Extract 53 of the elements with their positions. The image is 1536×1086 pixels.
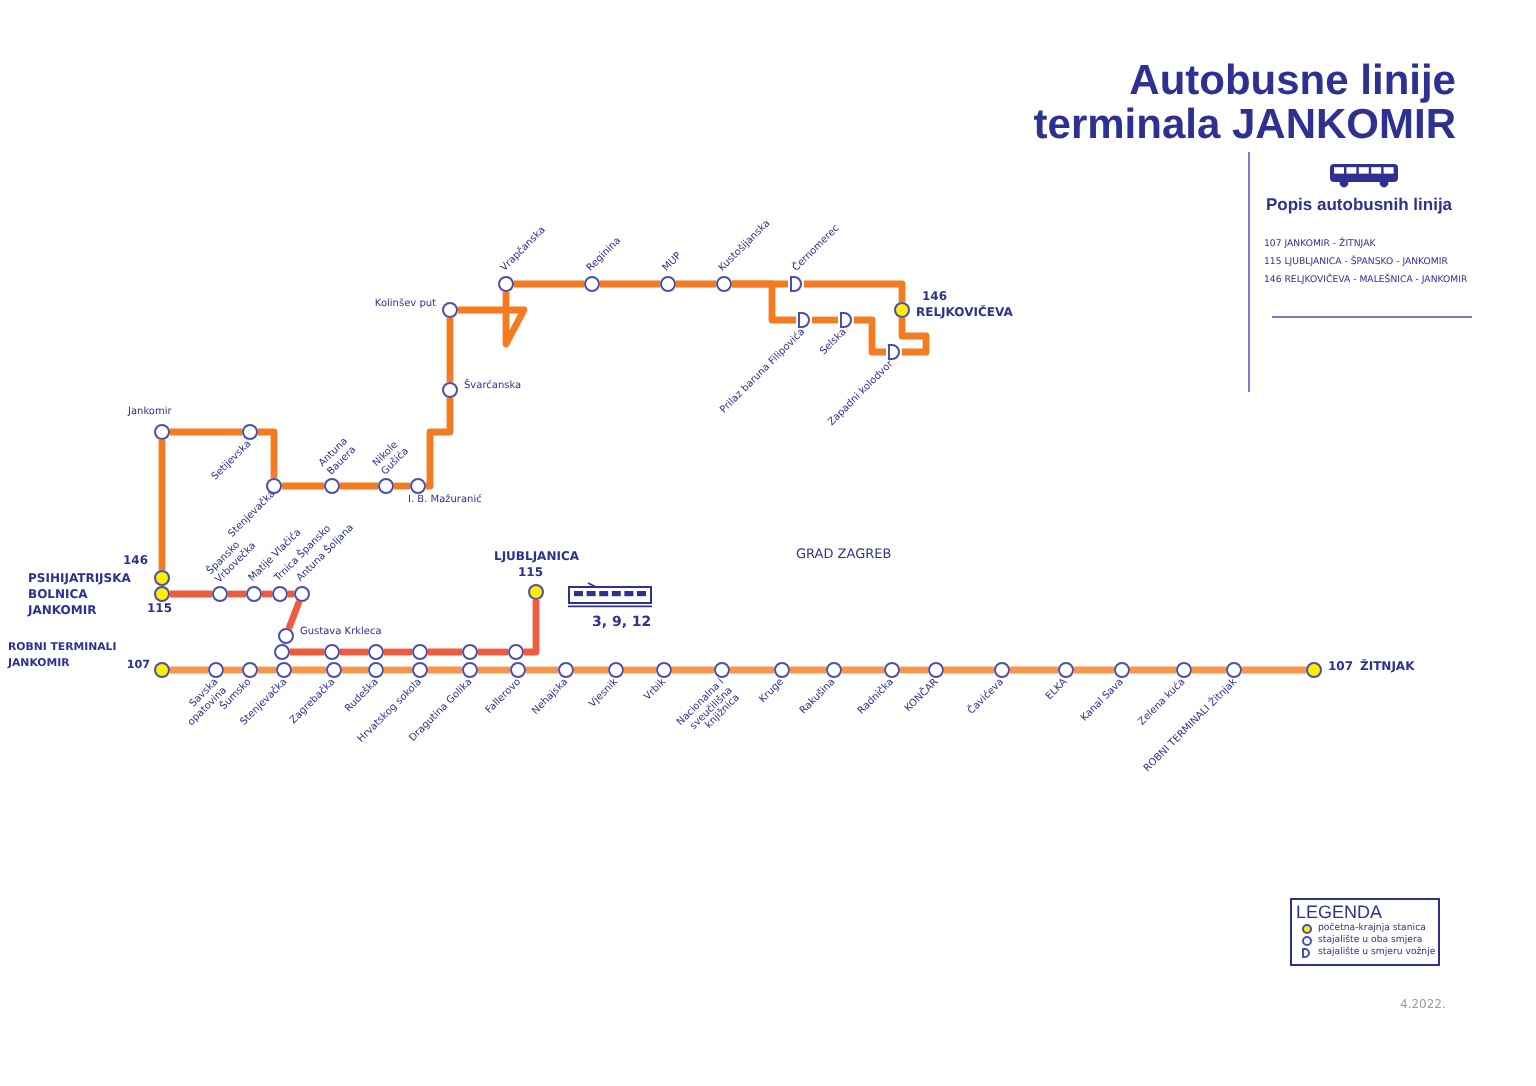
bus-route-line (790, 666, 826, 674)
bus-route-line (340, 482, 378, 490)
bus-route-line (170, 666, 208, 674)
bus-route-line (170, 428, 242, 436)
bus-route-line (282, 482, 324, 490)
bus-route-line (854, 316, 886, 356)
bus-route-line (384, 666, 412, 674)
bus-stop (462, 644, 478, 660)
bus-route-line (290, 648, 324, 656)
bus-route-line (285, 600, 303, 630)
bus-route-line (732, 280, 796, 324)
bus-route-line (624, 666, 656, 674)
bus-route-line (730, 666, 774, 674)
bus-route-line (1010, 666, 1058, 674)
bus-route-line (898, 318, 930, 356)
panel-heading: Popis autobusnih linija (1266, 194, 1453, 214)
bus-stop (508, 644, 524, 660)
bus-route-line (292, 666, 326, 674)
bus-route-line (258, 428, 278, 478)
bus-route-line (574, 666, 608, 674)
bus-route-line (1130, 666, 1176, 674)
bus-route-line (342, 666, 368, 674)
bus-stop (412, 644, 428, 660)
bus-route-line (458, 292, 528, 348)
bus-route-line (446, 318, 454, 382)
bus-route-line (158, 440, 166, 570)
bus-route-line (384, 648, 412, 656)
bus-route-line (1074, 666, 1114, 674)
title: Autobusne linije terminala JANKOMIR (1031, 60, 1456, 148)
bus-stop (368, 644, 384, 660)
bus-route-line (524, 600, 540, 656)
bus-stop (274, 644, 290, 660)
bus-route-line (944, 666, 994, 674)
bus-route-line (676, 280, 716, 288)
bus-route-line (425, 398, 454, 490)
bus-route-line (428, 648, 462, 656)
bus-route-line (514, 280, 584, 288)
bus-route-line (812, 316, 838, 324)
bus-route-line (900, 666, 928, 674)
bus-route-line (672, 666, 714, 674)
bus-route-line (170, 590, 212, 598)
bus-route-line (478, 666, 510, 674)
bus-route-line (526, 666, 558, 674)
bus-route-line (428, 666, 462, 674)
bus-route-line (842, 666, 884, 674)
bus-stop (324, 644, 340, 660)
bus-route-line (478, 648, 508, 656)
bus-route-line (340, 648, 368, 656)
bus-route-line (600, 280, 660, 288)
bus-route-line (804, 280, 906, 302)
legend-title: LEGENDA (1296, 902, 1383, 922)
bus-route-line (1242, 666, 1306, 674)
bus-route-line (1192, 666, 1226, 674)
